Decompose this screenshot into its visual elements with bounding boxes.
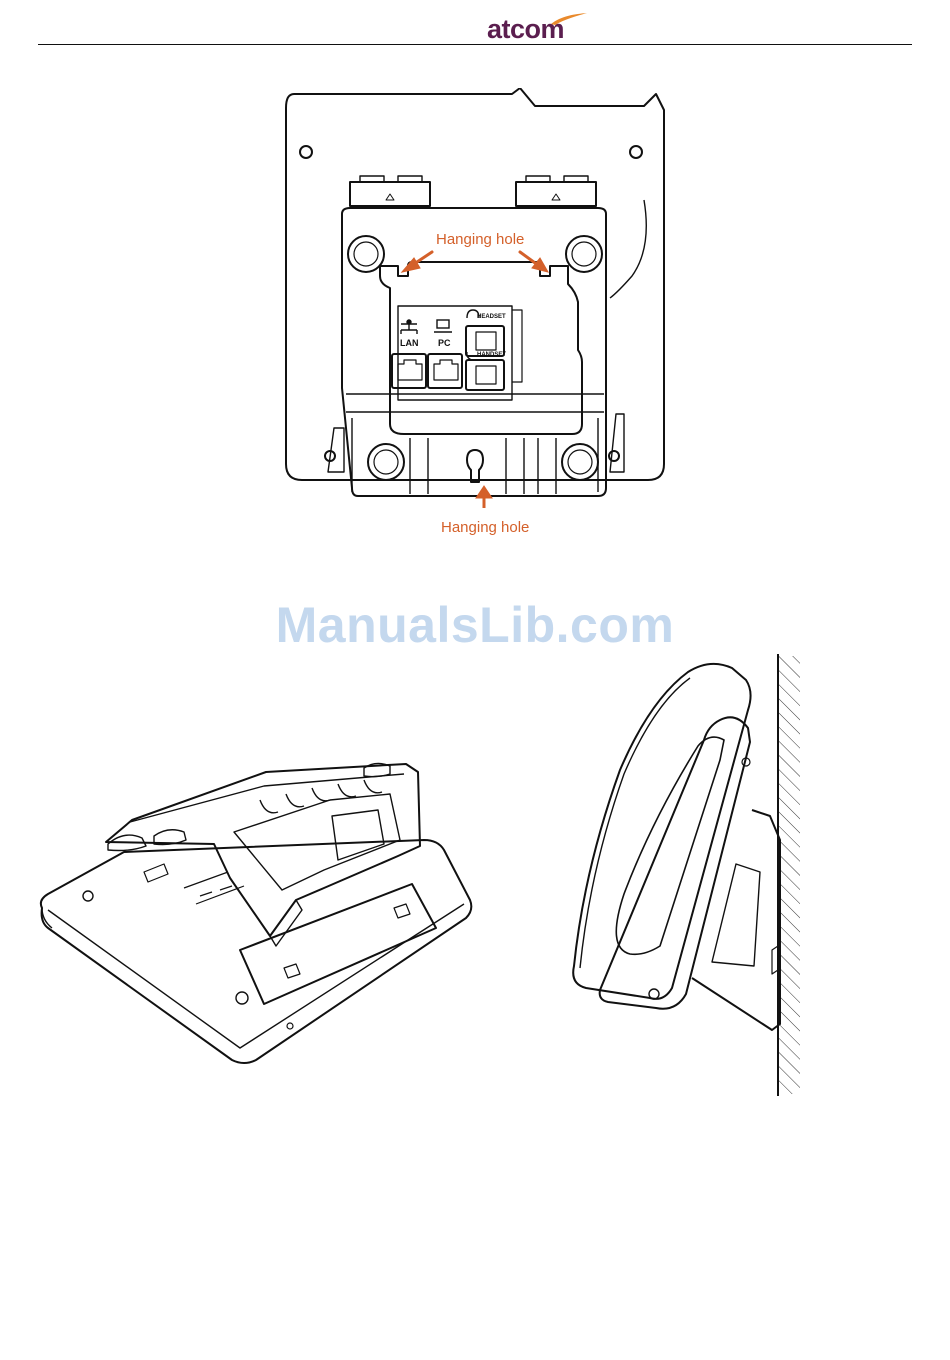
lan-icon: [401, 320, 417, 334]
handset-port-label: HANDSET: [477, 352, 506, 358]
header-divider: [38, 44, 912, 45]
hanging-hole-callout-bottom: Hanging hole: [441, 519, 529, 536]
phone-back-figure: LAN PC HEADSET HANDSET: [280, 88, 670, 508]
phone-back-drawing: [280, 88, 670, 508]
brand-logo: atcom: [487, 12, 597, 44]
pc-port-label: PC: [438, 338, 451, 348]
pc-icon: [434, 320, 452, 332]
wall-mount-figure: [560, 650, 810, 1100]
hanging-hole-callout-top: Hanging hole: [436, 231, 524, 248]
watermark: ManualsLib.com: [0, 596, 950, 654]
headset-port-label: HEADSET: [477, 314, 506, 320]
phone-stand-perspective-drawing: [34, 760, 484, 1070]
lan-port-label: LAN: [400, 338, 419, 348]
wall-mount-drawing: [560, 650, 810, 1100]
phone-stand-perspective-figure: [34, 760, 484, 1070]
logo-swoosh-icon: [549, 12, 589, 26]
